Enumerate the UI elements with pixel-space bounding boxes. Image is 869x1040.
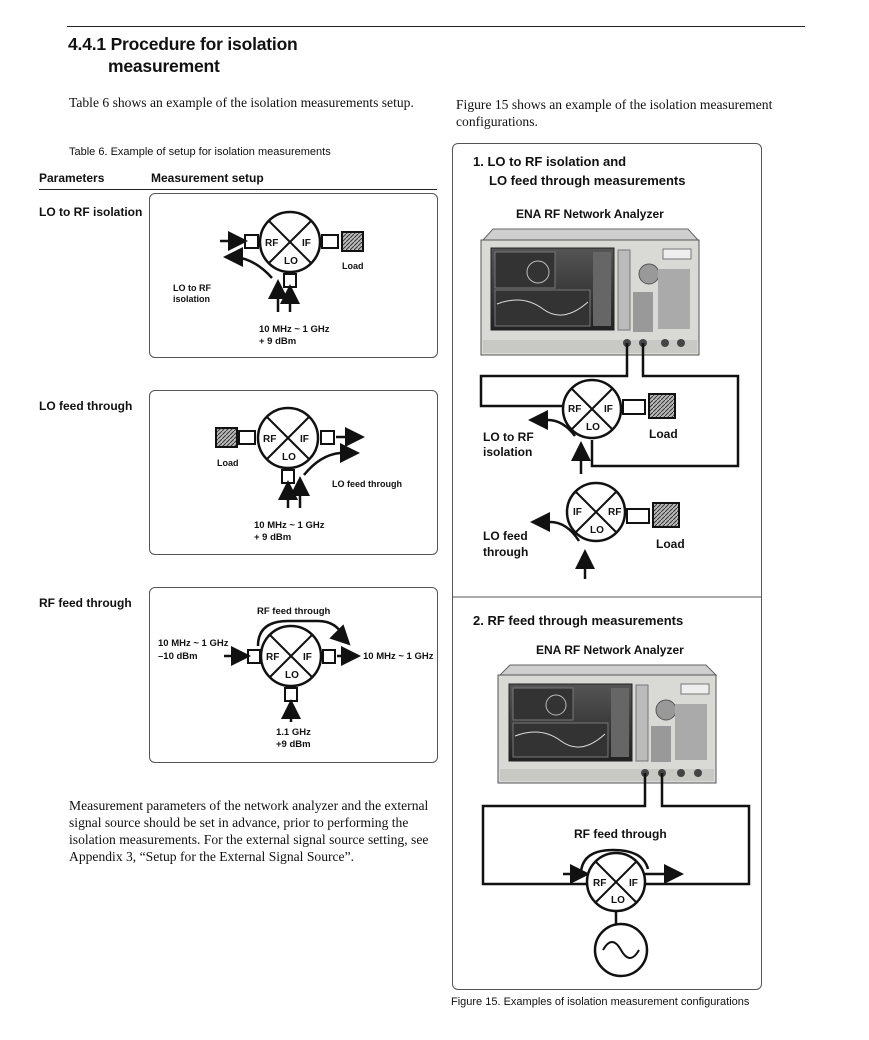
setup-box-lo-rf: RF IF LO Load LO to RF isolation 10 MHz … — [149, 193, 438, 358]
lo-power: +9 dBm — [276, 739, 311, 750]
section-title-line1: 4.4.1 Procedure for isolation — [68, 34, 298, 54]
port-rf: RF — [265, 238, 278, 249]
figure-15-frame: 1. LO to RF isolation and LO feed throug… — [452, 143, 762, 990]
setup-box-lo-feed: RF IF LO Load LO feed through 10 MHz ~ 1… — [149, 390, 438, 555]
svg-text:IF: IF — [604, 404, 613, 415]
load-label: Load — [217, 458, 239, 468]
setup-box-rf-feed: RF feed through RF IF LO 10 MHz ~ 1 GHz … — [149, 587, 438, 763]
row-label-lo-feed: LO feed through — [39, 399, 133, 413]
svg-text:LO: LO — [282, 452, 296, 463]
if-out-freq: 10 MHz ~ 1 GHz — [363, 651, 434, 662]
svg-text:LO: LO — [586, 422, 600, 433]
load-label-2: Load — [656, 537, 685, 551]
figure-15-diagram: 1. LO to RF isolation and LO feed throug… — [453, 154, 761, 978]
panel2-title: 2. RF feed through measurements — [473, 613, 683, 628]
svg-text:LO: LO — [590, 525, 604, 536]
network-analyzer-1 — [480, 228, 700, 356]
svg-text:IF: IF — [629, 878, 638, 889]
lo-freq: 10 MHz ~ 1 GHz — [259, 324, 330, 335]
lo-feed-label-2: through — [483, 545, 528, 559]
svg-text:RF: RF — [263, 434, 276, 445]
panel1-title-1: 1. LO to RF isolation and — [473, 154, 626, 169]
col-header-parameters: Parameters — [39, 171, 105, 185]
intro-right: Figure 15 shows an example of the isolat… — [456, 97, 773, 129]
port-lo: LO — [284, 256, 298, 267]
row-label-lo-rf: LO to RF isolation — [39, 205, 143, 219]
lo-freq: 1.1 GHz — [276, 727, 311, 738]
load-label-1: Load — [649, 427, 678, 441]
svg-text:LO: LO — [611, 895, 625, 906]
section-title-line2: measurement — [108, 56, 220, 76]
load-symbol — [215, 427, 238, 448]
figure-caption: Figure 15. Examples of isolation measure… — [451, 996, 750, 1008]
panel1-title-2: LO feed through measurements — [489, 173, 685, 188]
lo-rf-diagram: RF IF LO Load LO to RF isolation 10 MHz … — [173, 210, 364, 347]
lo-rf-label-1: LO to RF — [483, 430, 534, 444]
svg-text:IF: IF — [300, 434, 309, 445]
svg-text:IF: IF — [573, 507, 582, 518]
lo-rf-note-1: LO to RF — [173, 283, 211, 293]
svg-text:IF: IF — [303, 652, 312, 663]
rf-feed-top-label: RF feed through — [257, 606, 331, 617]
svg-text:10 MHz ~ 1 GHz: 10 MHz ~ 1 GHz — [254, 520, 325, 531]
svg-text:LO: LO — [285, 670, 299, 681]
table-caption: Table 6. Example of setup for isolation … — [69, 146, 331, 158]
load-label: Load — [342, 261, 364, 271]
rf-in-power: –10 dBm — [158, 651, 198, 662]
col-header-setup: Measurement setup — [151, 171, 264, 185]
network-analyzer-2 — [497, 664, 718, 784]
section-title: 4.4.1 Procedure for isolation measuremen… — [68, 33, 298, 77]
lo-feed-label-1: LO feed — [483, 529, 528, 543]
svg-text:RF: RF — [266, 652, 279, 663]
intro-left: Table 6 shows an example of the isolatio… — [69, 95, 414, 110]
top-rule — [67, 26, 805, 27]
rf-feed-label: RF feed through — [574, 827, 667, 841]
load-symbol — [341, 231, 364, 252]
analyzer-label-2: ENA RF Network Analyzer — [536, 643, 684, 657]
lo-rf-note-2: isolation — [173, 294, 210, 304]
analyzer-label-1: ENA RF Network Analyzer — [516, 207, 664, 221]
bottom-paragraph: Measurement parameters of the network an… — [69, 798, 429, 864]
port-if: IF — [302, 238, 311, 249]
svg-text:RF: RF — [568, 404, 581, 415]
svg-text:+ 9 dBm: + 9 dBm — [254, 532, 291, 543]
lo-rf-label-2: isolation — [483, 445, 532, 459]
row-label-rf-feed: RF feed through — [39, 596, 132, 610]
svg-text:RF: RF — [593, 878, 606, 889]
lo-feed-diagram: RF IF LO Load LO feed through 10 MHz ~ 1… — [215, 406, 402, 543]
svg-text:RF: RF — [608, 507, 621, 518]
rf-feed-diagram: RF feed through RF IF LO 10 MHz ~ 1 GHz … — [158, 606, 434, 750]
lo-power: + 9 dBm — [259, 336, 296, 347]
lo-feed-note: LO feed through — [332, 479, 402, 489]
header-rule — [39, 189, 437, 190]
rf-in-freq: 10 MHz ~ 1 GHz — [158, 638, 229, 649]
